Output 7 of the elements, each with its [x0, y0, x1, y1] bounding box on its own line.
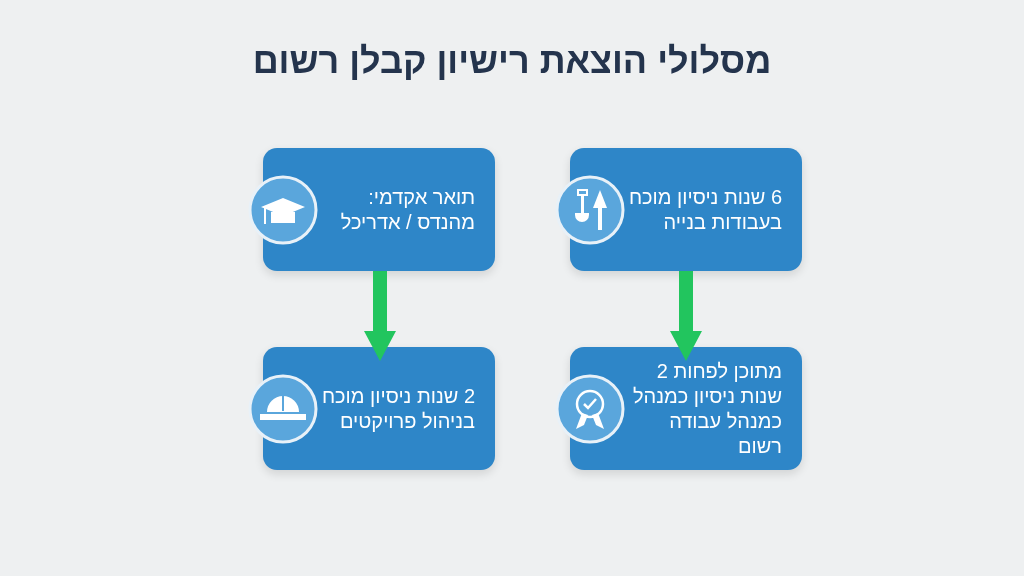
title: מסלולי הוצאת רישיון קבלן רשום — [252, 40, 772, 81]
arrow — [670, 271, 702, 361]
box-text: 6 שנות ניסיון מוכח בעבודות בנייה — [627, 184, 782, 235]
box-text: תואר אקדמי: מהנדס / אדריכל — [339, 184, 475, 235]
box-text: מתוכן לפחות 2 שנות ניסיון כמנהל כמנהל עבודה רשום — [631, 358, 782, 459]
box-text: 2 שנות ניסיון מוכח בניהול פרויקטים — [320, 383, 475, 434]
arrow — [364, 271, 396, 361]
